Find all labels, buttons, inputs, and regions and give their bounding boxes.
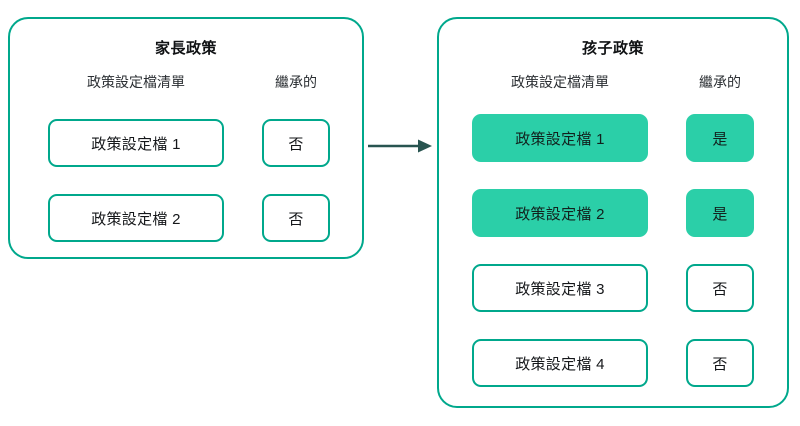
parent-row-2: 政策設定檔 2 否 bbox=[10, 194, 362, 242]
child-column-headers: 政策設定檔清單 繼承的 bbox=[439, 72, 787, 92]
parent-policy-panel: 家長政策 政策設定檔清單 繼承的 政策設定檔 1 否 政策設定檔 2 否 bbox=[8, 17, 364, 259]
parent-profile-chip-2[interactable]: 政策設定檔 2 bbox=[48, 194, 224, 242]
parent-profile-chip-1[interactable]: 政策設定檔 1 bbox=[48, 119, 224, 167]
parent-policy-title: 家長政策 bbox=[154, 40, 217, 57]
parent-column-headers: 政策設定檔清單 繼承的 bbox=[10, 72, 362, 92]
child-header-inherited: 繼承的 bbox=[699, 74, 741, 90]
parent-header-profile-list: 政策設定檔清單 bbox=[87, 74, 185, 90]
child-row-2: 政策設定檔 2 是 bbox=[439, 189, 787, 237]
parent-inherited-chip-1[interactable]: 否 bbox=[262, 119, 330, 167]
child-row-3: 政策設定檔 3 否 bbox=[439, 264, 787, 312]
child-profile-chip-2[interactable]: 政策設定檔 2 bbox=[472, 189, 648, 237]
arrow-icon bbox=[368, 139, 432, 153]
child-policy-title: 孩子政策 bbox=[581, 40, 644, 57]
parent-inherited-chip-2[interactable]: 否 bbox=[262, 194, 330, 242]
parent-header-inherited: 繼承的 bbox=[275, 74, 317, 90]
parent-row-1: 政策設定檔 1 否 bbox=[10, 119, 362, 167]
child-inherited-chip-2[interactable]: 是 bbox=[686, 189, 754, 237]
child-profile-chip-3[interactable]: 政策設定檔 3 bbox=[472, 264, 648, 312]
child-row-4: 政策設定檔 4 否 bbox=[439, 339, 787, 387]
child-inherited-chip-1[interactable]: 是 bbox=[686, 114, 754, 162]
child-row-1: 政策設定檔 1 是 bbox=[439, 114, 787, 162]
child-inherited-chip-3[interactable]: 否 bbox=[686, 264, 754, 312]
child-policy-panel: 孩子政策 政策設定檔清單 繼承的 政策設定檔 1 是 政策設定檔 2 是 政策設… bbox=[437, 17, 789, 408]
child-inherited-chip-4[interactable]: 否 bbox=[686, 339, 754, 387]
inheritance-arrow bbox=[368, 134, 432, 158]
child-profile-chip-1[interactable]: 政策設定檔 1 bbox=[472, 114, 648, 162]
child-header-profile-list: 政策設定檔清單 bbox=[511, 74, 609, 90]
child-profile-chip-4[interactable]: 政策設定檔 4 bbox=[472, 339, 648, 387]
